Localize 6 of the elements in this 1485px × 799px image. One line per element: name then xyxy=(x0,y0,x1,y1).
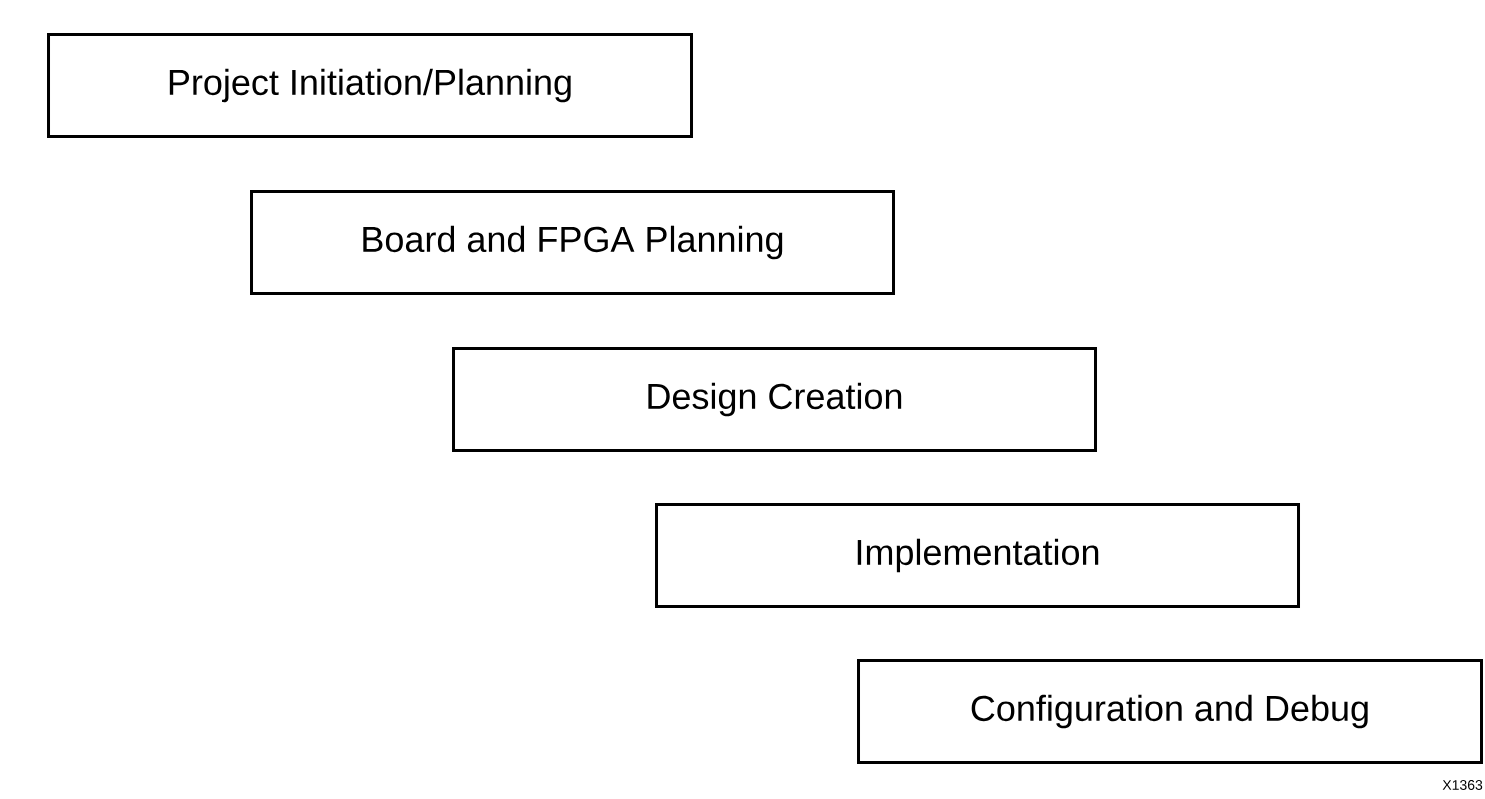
process-box: Board and FPGA Planning xyxy=(250,190,895,295)
figure-number: X1363 xyxy=(1442,780,1483,790)
process-box: Project Initiation/Planning xyxy=(47,33,693,138)
process-box: Configuration and Debug xyxy=(857,659,1483,764)
process-box: Design Creation xyxy=(452,347,1097,452)
process-box: Implementation xyxy=(655,503,1300,608)
